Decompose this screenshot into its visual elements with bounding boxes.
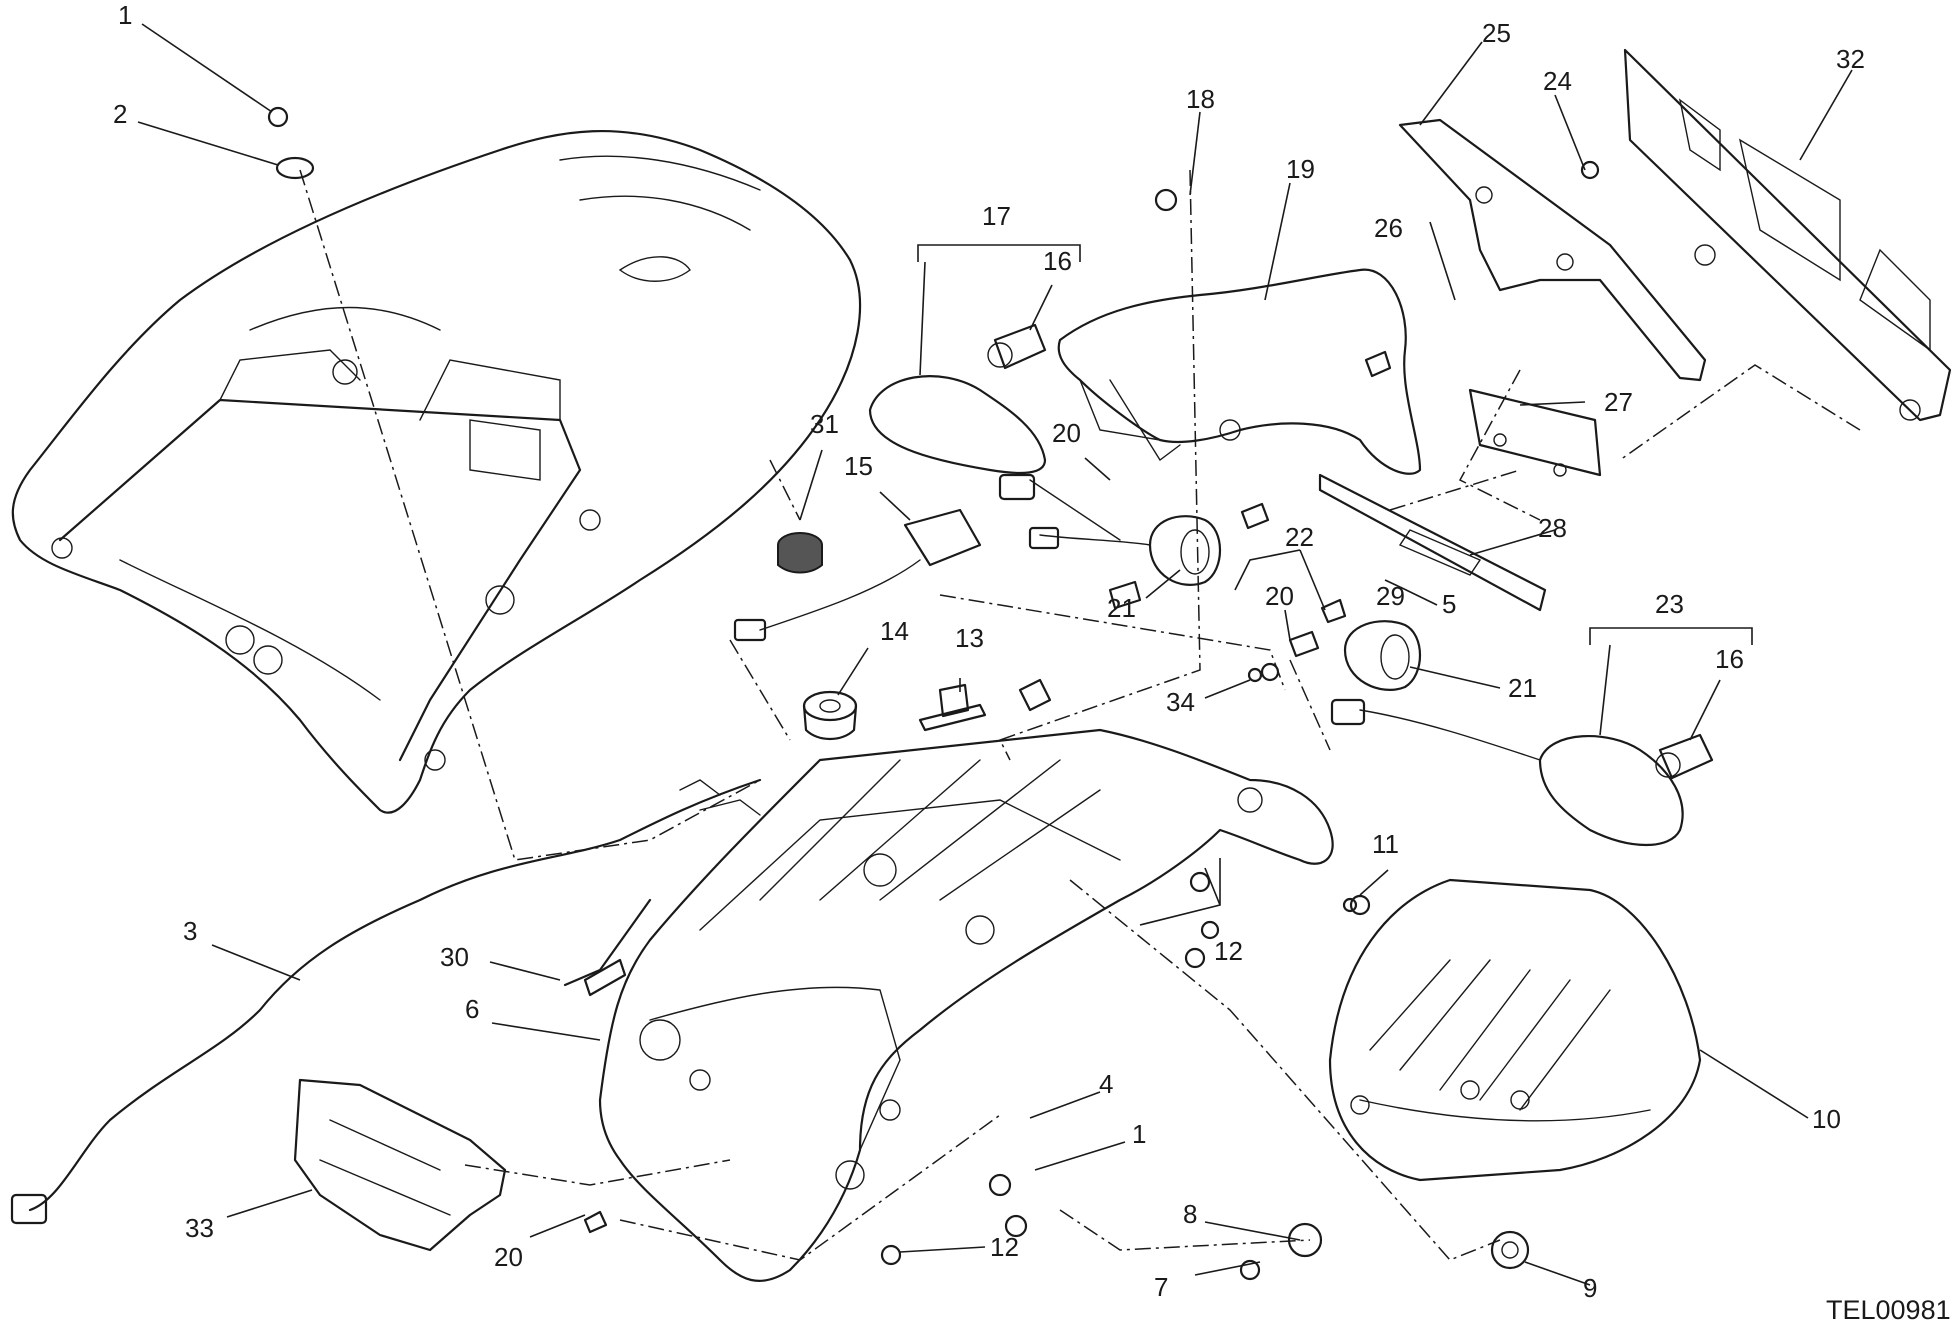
callout-12b: 12 [1214,936,1243,966]
leader-lines [137,23,1853,1286]
callout-21b: 21 [1508,673,1537,703]
callout-28: 28 [1538,513,1567,543]
rear-mudguard [598,728,1334,1282]
cable-tie-30 [563,898,652,987]
fasteners [267,106,1600,1281]
bulb-right [1655,733,1714,780]
callout-17: 17 [982,201,1011,231]
callout-1b: 1 [1132,1119,1146,1149]
callout-5: 5 [1442,589,1456,619]
callout-13: 13 [955,623,984,653]
clip-13 [918,683,987,732]
callout-30: 30 [440,942,469,972]
seat-tail-cowl [11,129,862,814]
wiring-harness [10,778,762,1225]
cover-33 [293,1078,507,1252]
callout-9: 9 [1583,1273,1597,1303]
gasket-31 [777,532,823,574]
callout-19: 19 [1286,154,1315,184]
callout-32: 32 [1836,44,1865,74]
callout-21a: 21 [1107,593,1136,623]
rubber-mount-upper [1148,515,1222,586]
callout-16a: 16 [1043,246,1072,276]
callout-16b: 16 [1715,644,1744,674]
right-turn-indicator [1330,698,1684,846]
number-plate [1623,48,1952,422]
callout-2: 2 [113,99,127,129]
callout-3: 3 [183,916,197,946]
callout-25: 25 [1482,18,1511,48]
callout-4: 4 [1099,1069,1113,1099]
reflector [1468,388,1602,477]
callout-27: 27 [1604,387,1633,417]
relay-15 [733,508,982,642]
callout-18: 18 [1186,84,1215,114]
drawing-code: TEL00981 [1826,1295,1951,1325]
callout-7: 7 [1154,1272,1168,1302]
rubber-mount-lower [1343,620,1422,691]
callout-31: 31 [810,409,839,439]
plate-bracket-cover [1057,268,1422,475]
callout-20c: 20 [1265,581,1294,611]
bulb-left [987,323,1047,370]
left-turn-indicator [868,375,1151,550]
callout-15: 15 [844,451,873,481]
callout-8: 8 [1183,1199,1197,1229]
grommet-14 [802,690,858,741]
reflector-bracket [1318,473,1547,612]
callout-34: 34 [1166,687,1195,717]
callout-10: 10 [1812,1104,1841,1134]
callout-12a: 12 [990,1232,1019,1262]
callout-22: 22 [1285,522,1314,552]
plate-holder [1398,118,1707,382]
callout-24: 24 [1543,66,1572,96]
callout-6: 6 [465,994,479,1024]
assembly-lines [299,169,1861,1261]
callout-26: 26 [1374,213,1403,243]
rear-light-unit [1328,878,1702,1270]
callout-14: 14 [880,616,909,646]
callout-23: 23 [1655,589,1684,619]
callout-1a: 1 [118,0,132,30]
callout-33: 33 [185,1213,214,1243]
callout-29: 29 [1376,581,1405,611]
callout-labels: 1 2 3 6 30 33 20 12 4 1 8 7 9 10 11 12 1… [113,0,1865,1303]
callout-20a: 20 [494,1242,523,1272]
callout-11: 11 [1372,829,1399,859]
callout-20b: 20 [1052,418,1081,448]
